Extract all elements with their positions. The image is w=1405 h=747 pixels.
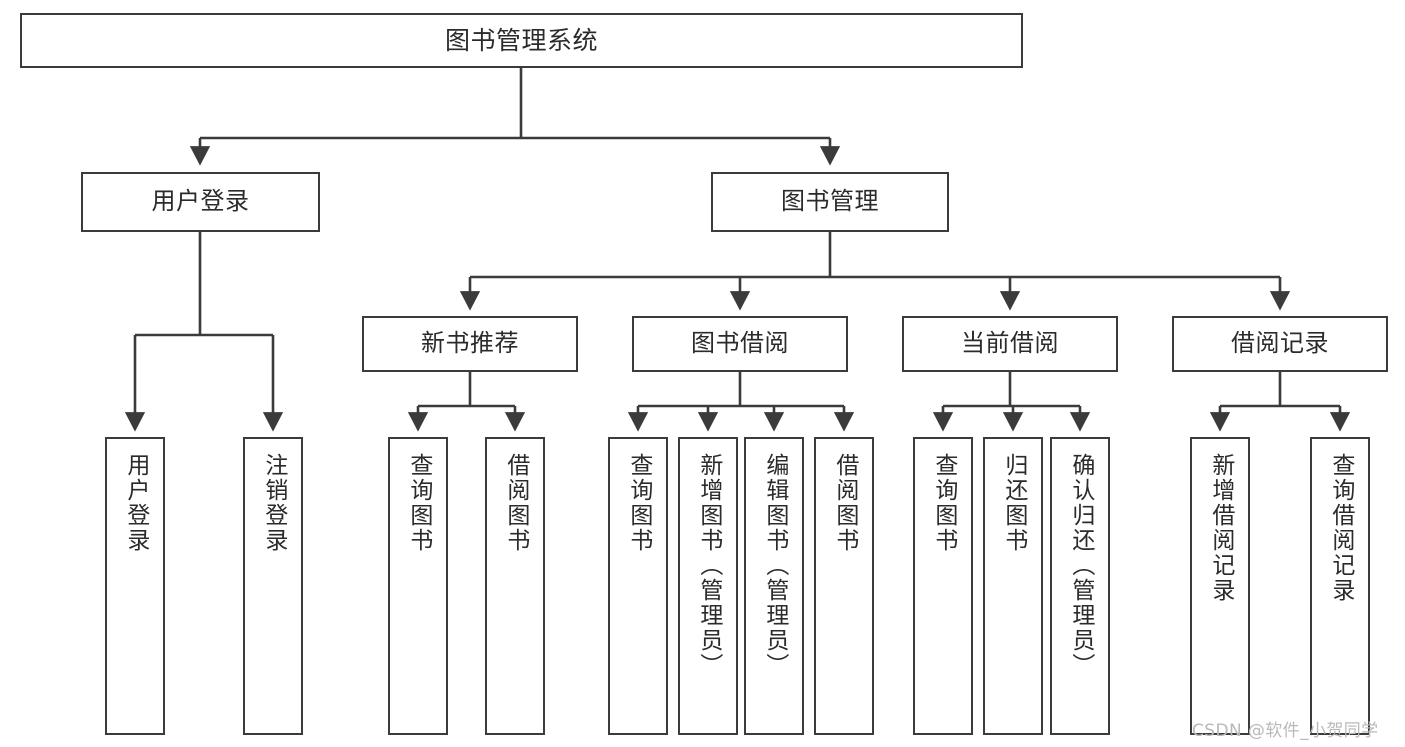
leaf-edit-book-admin[interactable]: 编辑图书（管理员）: [744, 437, 804, 735]
leaf-label: 借阅图书: [502, 453, 529, 553]
node-new-book-recommend-label: 新书推荐: [421, 329, 519, 358]
leaf-borrow-book[interactable]: 借阅图书: [814, 437, 874, 735]
node-book-borrow-label: 图书借阅: [691, 329, 789, 358]
leaf-query-borrow-record[interactable]: 查询借阅记录: [1310, 437, 1370, 735]
leaf-label: 归还图书: [1000, 453, 1027, 553]
leaf-label: 新增图书（管理员）: [695, 453, 722, 678]
leaf-label: 借阅图书: [831, 453, 858, 553]
watermark: CSDN @软件_小贺同学: [1192, 721, 1379, 741]
leaf-label: 编辑图书（管理员）: [761, 453, 788, 678]
leaf-label: 确认归还（管理员）: [1067, 453, 1094, 678]
node-borrow-record-label: 借阅记录: [1231, 329, 1329, 358]
leaf-return-book[interactable]: 归还图书: [983, 437, 1043, 735]
leaf-borrow-book-recommend[interactable]: 借阅图书: [485, 437, 545, 735]
node-borrow-record[interactable]: 借阅记录: [1172, 316, 1388, 372]
leaf-label: 查询图书: [930, 453, 957, 553]
leaf-add-borrow-record[interactable]: 新增借阅记录: [1190, 437, 1250, 735]
node-book-management-label: 图书管理: [781, 187, 879, 216]
node-user-login-label: 用户登录: [151, 187, 250, 216]
leaf-label: 注销登录: [260, 453, 287, 553]
leaf-confirm-return-admin[interactable]: 确认归还（管理员）: [1050, 437, 1110, 735]
node-book-borrow[interactable]: 图书借阅: [632, 316, 848, 372]
leaf-label: 查询借阅记录: [1327, 453, 1354, 603]
node-new-book-recommend[interactable]: 新书推荐: [362, 316, 578, 372]
node-root[interactable]: 图书管理系统: [20, 13, 1023, 68]
node-root-label: 图书管理系统: [444, 26, 598, 55]
leaf-query-book-borrow[interactable]: 查询图书: [608, 437, 668, 735]
node-book-management[interactable]: 图书管理: [711, 172, 949, 232]
leaf-label: 查询图书: [625, 453, 652, 553]
leaf-user-login[interactable]: 用户登录: [105, 437, 165, 735]
leaf-label: 用户登录: [122, 453, 149, 553]
leaf-query-book-current[interactable]: 查询图书: [913, 437, 973, 735]
leaf-query-book-recommend[interactable]: 查询图书: [388, 437, 448, 735]
leaf-logout[interactable]: 注销登录: [243, 437, 303, 735]
leaf-label: 新增借阅记录: [1207, 453, 1234, 603]
leaf-add-book-admin[interactable]: 新增图书（管理员）: [678, 437, 738, 735]
node-user-login[interactable]: 用户登录: [81, 172, 320, 232]
node-current-borrow-label: 当前借阅: [961, 329, 1059, 358]
leaf-label: 查询图书: [405, 453, 432, 553]
node-current-borrow[interactable]: 当前借阅: [902, 316, 1118, 372]
